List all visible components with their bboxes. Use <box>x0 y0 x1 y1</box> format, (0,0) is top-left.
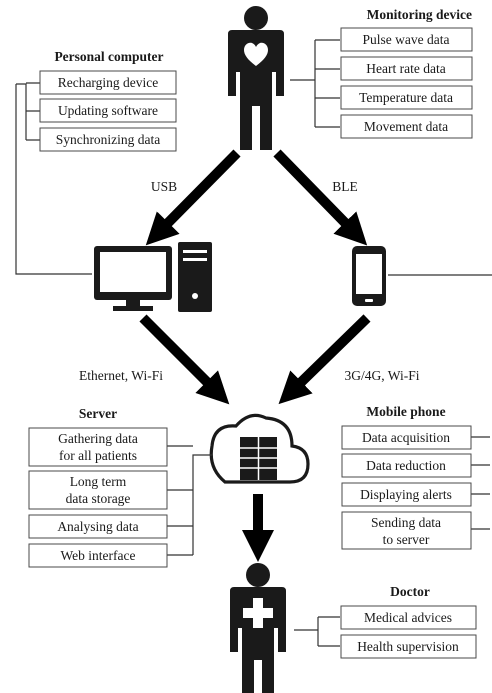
doctor-item-box: Health supervision <box>340 634 477 659</box>
doctor-title: Doctor <box>390 584 430 599</box>
server-item-label: for all patients <box>59 448 137 463</box>
server-item-box: Analysing data <box>28 514 168 539</box>
usb-label: USB <box>151 179 177 194</box>
mobile-item-label: Data reduction <box>366 458 446 473</box>
mobile-item-label: Displaying alerts <box>360 487 452 502</box>
server-item-label: Gathering data <box>58 431 138 446</box>
pc-title: Personal computer <box>54 49 163 64</box>
ethernet-arrow <box>139 314 230 405</box>
mobile-item-box: Sending data to server <box>341 511 472 550</box>
doctor-item-label: Health supervision <box>357 639 459 654</box>
usb-arrow <box>145 149 241 246</box>
ble-label: BLE <box>332 179 358 194</box>
mobile-item-label: to server <box>383 532 430 547</box>
desktop-computer-icon <box>94 242 212 312</box>
mobile-item-box: Data reduction <box>341 453 472 478</box>
pc-item-label: Recharging device <box>58 75 159 90</box>
monitoring-item-box: Temperature data <box>340 85 473 110</box>
server-item-box: Gathering data for all patients <box>28 427 168 467</box>
monitoring-item-box: Pulse wave data <box>340 27 473 52</box>
monitoring-item-box: Heart rate data <box>340 56 473 81</box>
mobile-connector <box>471 436 490 530</box>
server-item-label: Analysing data <box>57 519 138 534</box>
monitoring-item-label: Pulse wave data <box>363 32 450 47</box>
cellular-arrow <box>278 314 371 405</box>
pc-item-label: Updating software <box>58 103 158 118</box>
server-item-label: data storage <box>66 491 131 506</box>
ble-arrow <box>273 149 368 246</box>
pc-item-label: Synchronizing data <box>56 132 161 147</box>
cloud-server-icon <box>209 413 310 484</box>
monitoring-item-label: Movement data <box>364 119 448 134</box>
doctor-item-box: Medical advices <box>340 605 477 630</box>
ethernet-label: Ethernet, Wi-Fi <box>79 368 163 383</box>
doctor-icon <box>230 563 286 693</box>
monitoring-title: Monitoring device <box>367 7 472 22</box>
doctor-item-label: Medical advices <box>364 610 452 625</box>
server-item-box: Web interface <box>28 543 168 568</box>
monitoring-item-box: Movement data <box>340 114 473 139</box>
server-connector <box>167 445 212 556</box>
pc-item-box: Recharging device <box>39 70 177 95</box>
mobile-item-label: Data acquisition <box>362 430 450 445</box>
doctor-connector <box>294 616 340 647</box>
cellular-label: 3G/4G, Wi-Fi <box>345 368 420 383</box>
mobile-item-label: Sending data <box>371 515 441 530</box>
patient-heart-icon <box>228 6 284 150</box>
mobile-item-box: Displaying alerts <box>341 482 472 507</box>
monitoring-item-label: Heart rate data <box>366 61 445 76</box>
monitoring-connector <box>290 39 340 128</box>
server-item-box: Long term data storage <box>28 470 168 510</box>
server-item-label: Web interface <box>61 548 136 563</box>
smartphone-icon <box>352 246 492 306</box>
mobile-item-box: Data acquisition <box>341 425 472 450</box>
mobile-title: Mobile phone <box>366 404 445 419</box>
server-item-label: Long term <box>70 474 127 489</box>
monitoring-item-label: Temperature data <box>359 90 453 105</box>
server-title: Server <box>79 406 117 421</box>
pc-item-box: Updating software <box>39 98 177 123</box>
pc-item-box: Synchronizing data <box>39 127 177 152</box>
pc-connector <box>15 82 92 275</box>
